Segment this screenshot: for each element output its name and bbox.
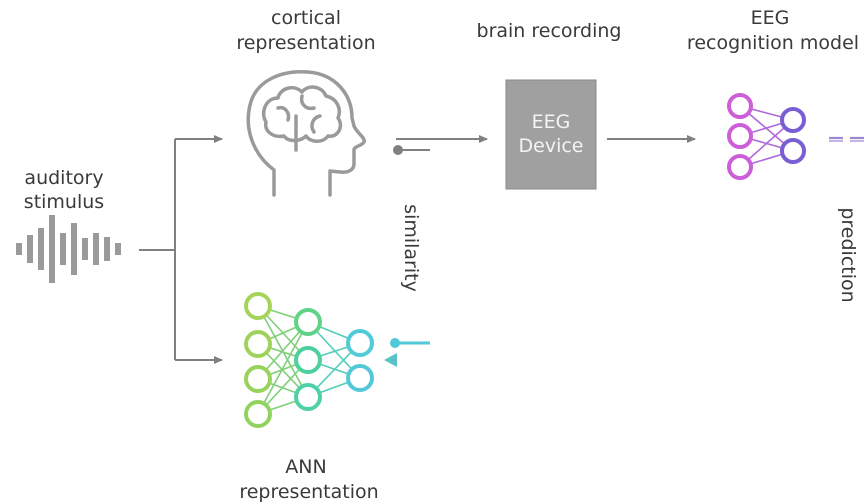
prediction-label: prediction <box>837 207 859 302</box>
ann-network-icon <box>244 292 374 428</box>
similarity-label: similarity <box>400 204 422 292</box>
stimulus-label-line2: stimulus <box>24 191 104 213</box>
eeg-device-box <box>505 79 597 190</box>
eeg-network-icon <box>727 93 806 180</box>
brain-recording-label: brain recording <box>477 20 622 42</box>
similarity-connector <box>390 145 432 348</box>
cortical-label-line1: cortical <box>271 7 341 29</box>
ann-label-line2: representation <box>239 481 378 503</box>
prediction-return-arrow <box>384 353 865 367</box>
eeg-model-label-line2: recognition model <box>687 32 859 54</box>
eeg-model-label-line1: EEG <box>751 7 790 29</box>
brain-head-icon <box>246 70 366 197</box>
stimulus-label-line1: auditory <box>24 167 103 189</box>
waveform-icon <box>16 215 121 283</box>
ann-label-line1: ANN <box>285 456 326 478</box>
stimulus-branch-arrows <box>139 135 223 364</box>
cortical-label-line2: representation <box>236 32 375 54</box>
prediction-connector <box>829 136 867 362</box>
eeg-device-label-line2: Device <box>519 135 584 157</box>
eeg-device-label-line1: EEG <box>532 111 571 133</box>
